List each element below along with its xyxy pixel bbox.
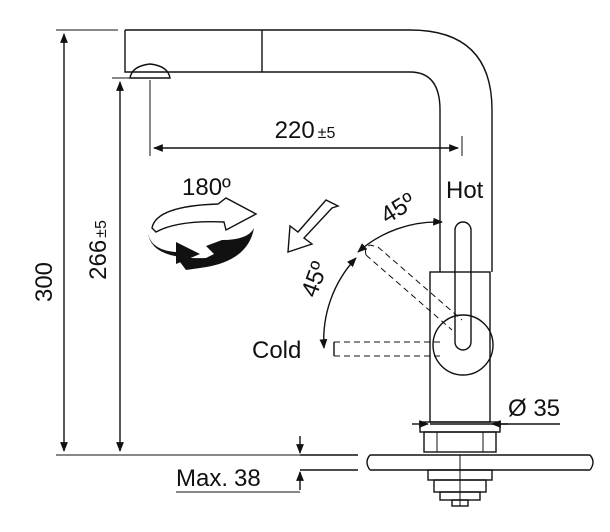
handle-hot-position	[432, 221, 494, 376]
max-thickness-value: 38	[234, 465, 261, 492]
dim-max-thickness: Max.38	[176, 436, 304, 493]
svg-text:266±5: 266±5	[85, 220, 112, 280]
dim-reach: 220±5	[149, 80, 463, 156]
faucet-spout	[124, 29, 493, 272]
dim-spout-height: 266±5	[85, 77, 140, 452]
spout-height-tolerance: ±5	[93, 220, 110, 238]
countertop	[300, 454, 594, 507]
swing-arc: 45º 45º	[296, 188, 443, 349]
swing-arrow-icon	[287, 199, 340, 253]
angle-hot-label: 45º	[376, 188, 421, 230]
angle-cold-label: 45º	[296, 258, 334, 301]
max-thickness-label: Max.	[176, 465, 228, 492]
rotation-arrow-icon: 180º	[148, 174, 258, 270]
svg-text:Max.38: Max.38	[176, 465, 261, 492]
faucet-body	[419, 271, 501, 453]
dim-total-height: 300	[31, 29, 300, 456]
dim-diameter: Ø 35	[412, 395, 560, 428]
reach-tolerance: ±5	[318, 125, 336, 142]
rotation-label: 180º	[182, 174, 231, 201]
svg-text:220±5: 220±5	[275, 117, 336, 144]
spout-height-value: 266	[85, 240, 112, 280]
cold-label: Cold	[252, 337, 301, 364]
total-height-value: 300	[31, 262, 58, 302]
reach-value: 220	[275, 117, 315, 144]
hot-label: Hot	[446, 177, 484, 204]
diameter-value: Ø 35	[508, 395, 560, 422]
